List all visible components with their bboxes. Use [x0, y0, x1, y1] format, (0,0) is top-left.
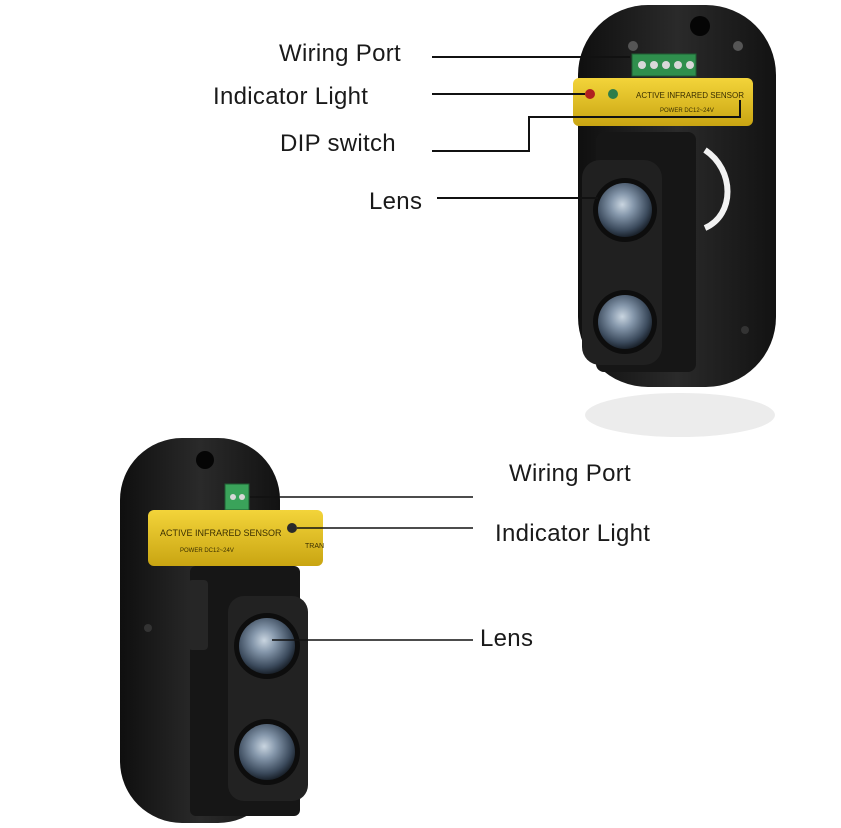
bottom-bracket	[188, 580, 208, 650]
label-dip-switch-top: DIP switch	[280, 130, 396, 157]
bottom-sticker-title: ACTIVE INFRARED SENSOR	[160, 528, 282, 538]
top-screw-left	[628, 41, 638, 51]
top-sticker-power: POWER DC12~24V	[660, 108, 714, 114]
top-terminal-screws	[638, 61, 694, 69]
top-mount-hole	[690, 16, 710, 36]
top-sticker	[573, 78, 753, 126]
top-reflection	[585, 393, 775, 437]
bottom-sticker-power: POWER DC12~24V	[180, 548, 234, 554]
bottom-sticker-edge-text: TRAN	[305, 543, 324, 550]
top-upper-lens	[598, 183, 652, 237]
bottom-terminal-screw-1	[230, 494, 236, 500]
top-dip-switch	[608, 89, 618, 99]
top-cable	[703, 147, 731, 231]
top-side-screw	[741, 326, 749, 334]
top-indicator-light	[585, 89, 595, 99]
top-screw-right	[733, 41, 743, 51]
bottom-wiring-port	[224, 483, 250, 511]
bottom-sensor-device: ACTIVE INFRARED SENSOR POWER DC12~24V TR…	[120, 438, 324, 823]
bottom-side-screw	[144, 624, 152, 632]
bottom-sticker	[148, 510, 323, 566]
bottom-mount-hole	[196, 451, 214, 469]
label-indicator-light-top: Indicator Light	[213, 83, 369, 110]
top-leader-lines	[432, 56, 741, 199]
bottom-upper-lens	[239, 618, 295, 674]
bottom-lower-lens	[239, 724, 295, 780]
leader-dip-switch-top	[432, 100, 741, 152]
bottom-leader-lines	[250, 496, 473, 641]
label-lens-top: Lens	[369, 188, 423, 215]
bottom-terminal-screw-2	[239, 494, 245, 500]
label-wiring-port-top: Wiring Port	[279, 40, 401, 67]
label-lens-bottom: Lens	[480, 625, 534, 652]
top-sticker-title: ACTIVE INFRARED SENSOR	[636, 91, 744, 100]
top-sensor-device: ACTIVE INFRARED SENSOR POWER DC12~24V	[573, 5, 776, 437]
label-indicator-light-bottom: Indicator Light	[495, 520, 651, 547]
bottom-indicator-light	[287, 523, 297, 533]
top-lower-lens	[598, 295, 652, 349]
label-wiring-port-bottom: Wiring Port	[509, 460, 631, 487]
